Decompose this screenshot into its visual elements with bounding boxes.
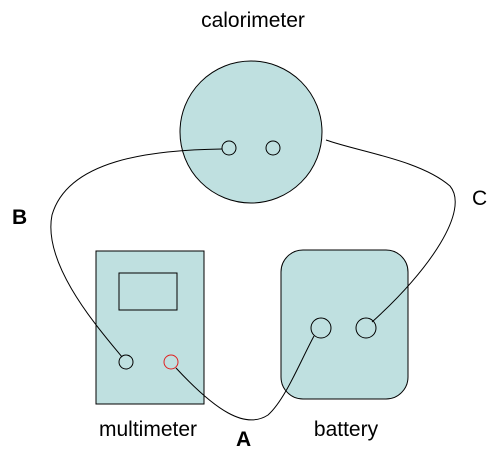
multimeter-terminal-right <box>163 354 179 370</box>
wire-b <box>50 148 223 358</box>
multimeter-terminal-left <box>118 354 134 370</box>
battery-terminal-left <box>310 317 332 339</box>
calorimeter-terminal-left <box>221 140 237 156</box>
calorimeter-terminal-right <box>265 140 281 156</box>
multimeter-display <box>118 272 178 311</box>
battery-label: battery <box>314 418 379 441</box>
calorimeter-body <box>179 60 323 204</box>
battery-body <box>280 249 409 400</box>
wire-c <box>325 139 456 323</box>
wire-c-label: C <box>472 187 487 210</box>
multimeter <box>95 250 205 405</box>
wire-b-label: B <box>12 206 27 229</box>
multimeter-label: multimeter <box>99 418 197 441</box>
battery-terminal-right <box>355 317 377 339</box>
calorimeter-label: calorimeter <box>201 9 305 32</box>
calorimeter <box>179 60 323 204</box>
battery <box>280 249 409 400</box>
wire-a <box>175 335 315 421</box>
wire-a-label: A <box>236 428 251 451</box>
